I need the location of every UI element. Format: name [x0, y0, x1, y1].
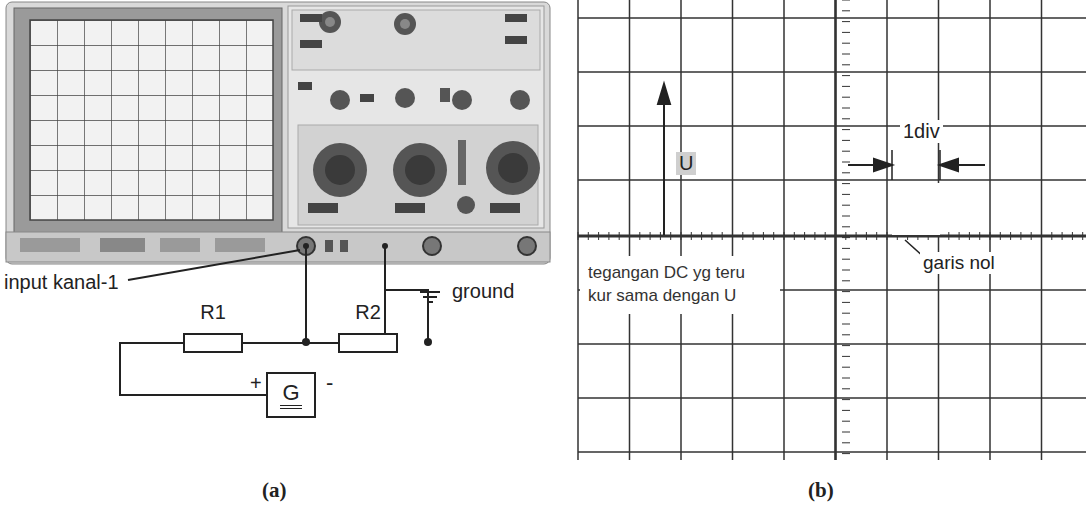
dc-source-symbol: G [266, 372, 316, 418]
resistor-symbol: R2 [338, 333, 398, 353]
note-text: tegangan DC yg teru kur sama dengan U [588, 262, 772, 308]
probe-wires [128, 246, 440, 342]
ground-label: ground [452, 280, 514, 303]
zero-line-label: garis nol [920, 252, 998, 274]
resistor-symbol: R1 [183, 333, 243, 353]
resistor-label: R1 [200, 301, 226, 324]
panel-label: (b) [808, 478, 834, 503]
note-box: tegangan DC yg teru kur sama dengan U [580, 256, 780, 314]
resistor-label: R2 [355, 301, 381, 324]
one-division-cell [892, 183, 940, 235]
polarity-sign: + [250, 372, 262, 395]
oscilloscope [6, 2, 550, 264]
probe-label: input kanal-1 [4, 270, 124, 295]
polarity-sign: - [326, 370, 333, 396]
junction-dot [424, 338, 432, 346]
division-label: 1div [900, 120, 943, 143]
dimension-arrows [658, 84, 985, 258]
screen-grid [578, 0, 1086, 460]
source-label: G [280, 382, 301, 409]
panel-label: (a) [262, 478, 287, 503]
voltage-symbol: U [676, 152, 696, 175]
